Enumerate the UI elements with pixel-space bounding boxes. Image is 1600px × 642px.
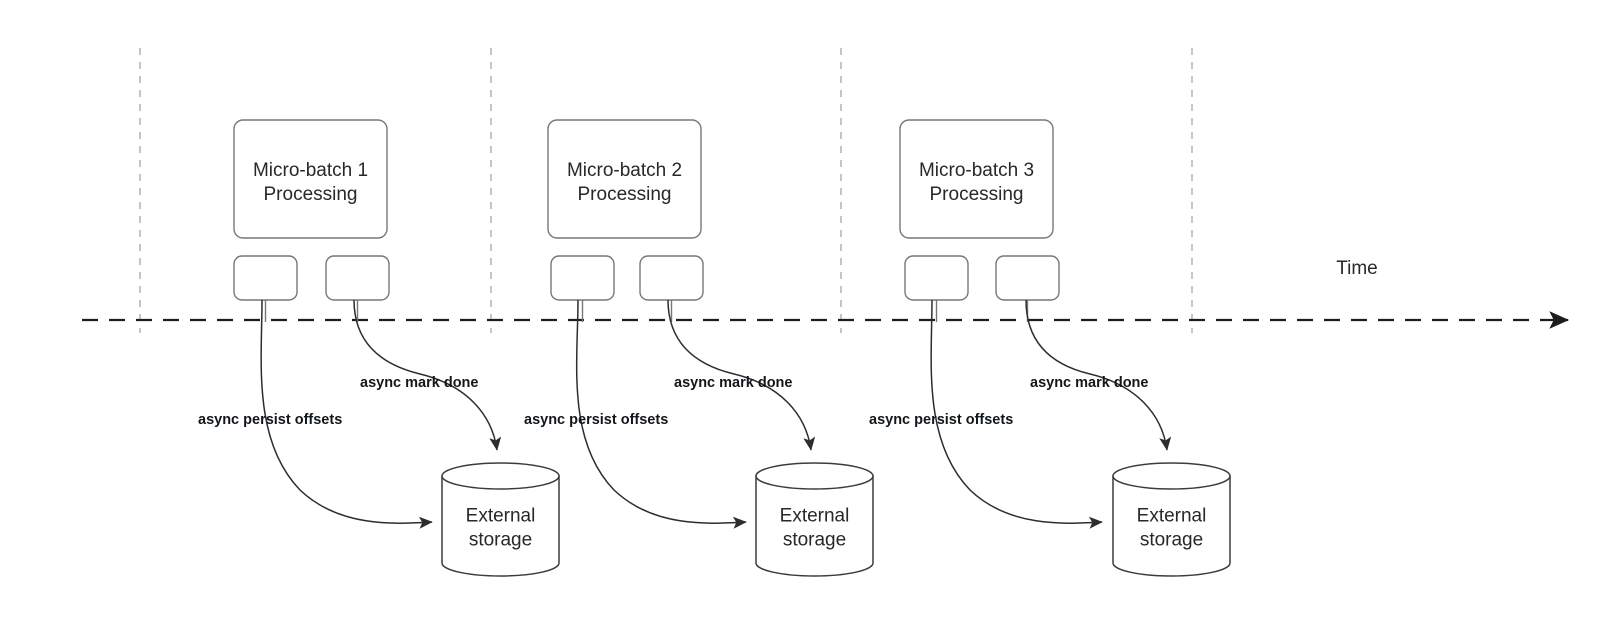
external-storage-3-body[interactable] xyxy=(1112,475,1231,577)
micro-batch-2-processing-label-line2: Processing xyxy=(578,184,672,205)
external-storage-3-label-line1: External xyxy=(1137,506,1207,527)
micro-batch-3-processing-label-line2: Processing xyxy=(930,184,1024,205)
micro-batch-2-mark-task-box[interactable] xyxy=(639,255,704,301)
external-storage-2-label-line2: storage xyxy=(783,530,846,551)
external-storage-1-label-line2: storage xyxy=(469,530,532,551)
micro-batch-1-processing-label-line1: Micro-batch 1 xyxy=(253,160,368,181)
external-storage-1-label-line1: External xyxy=(466,506,536,527)
async-mark-done-edge-2-label: async mark done xyxy=(674,375,792,391)
async-mark-done-edge-2 xyxy=(667,299,816,451)
micro-batch-3-offset-task-box[interactable] xyxy=(904,255,969,301)
external-storage-1-body[interactable] xyxy=(441,475,560,577)
async-mark-done-edge-3-label: async mark done xyxy=(1030,375,1148,391)
micro-batch-2-offset-task-box[interactable] xyxy=(550,255,615,301)
external-storage-3-label-line2: storage xyxy=(1140,530,1203,551)
external-storage-2-body[interactable] xyxy=(755,475,874,577)
micro-batch-3-processing-box[interactable] xyxy=(899,119,1054,239)
external-storage-2-label-line1: External xyxy=(780,506,850,527)
time-axis-label: Time xyxy=(1336,258,1378,279)
async-mark-done-edge-1 xyxy=(353,299,502,451)
external-storage-2-top xyxy=(755,462,874,490)
async-persist-offsets-edge-1 xyxy=(260,299,433,529)
micro-batch-1-mark-task-box[interactable] xyxy=(325,255,390,301)
async-persist-offsets-edge-2-label: async persist offsets xyxy=(524,412,668,428)
external-storage-3-top xyxy=(1112,462,1231,490)
micro-batch-1-processing-box[interactable] xyxy=(233,119,388,239)
async-persist-offsets-edge-2 xyxy=(575,299,747,529)
micro-batch-3-mark-task-box[interactable] xyxy=(995,255,1060,301)
micro-batch-2-processing-box[interactable] xyxy=(547,119,702,239)
async-persist-offsets-edge-3-label: async persist offsets xyxy=(869,412,1013,428)
micro-batch-2-processing-label-line1: Micro-batch 2 xyxy=(567,160,682,181)
micro-batch-1-offset-task-box[interactable] xyxy=(233,255,298,301)
async-persist-offsets-edge-3 xyxy=(930,299,1103,529)
micro-batch-1-processing-label-line2: Processing xyxy=(264,184,358,205)
async-mark-done-edge-3 xyxy=(1025,299,1172,451)
micro-batch-3-processing-label-line1: Micro-batch 3 xyxy=(919,160,1034,181)
async-persist-offsets-edge-1-label: async persist offsets xyxy=(198,412,342,428)
async-mark-done-edge-1-label: async mark done xyxy=(360,375,478,391)
external-storage-1-top xyxy=(441,462,560,490)
